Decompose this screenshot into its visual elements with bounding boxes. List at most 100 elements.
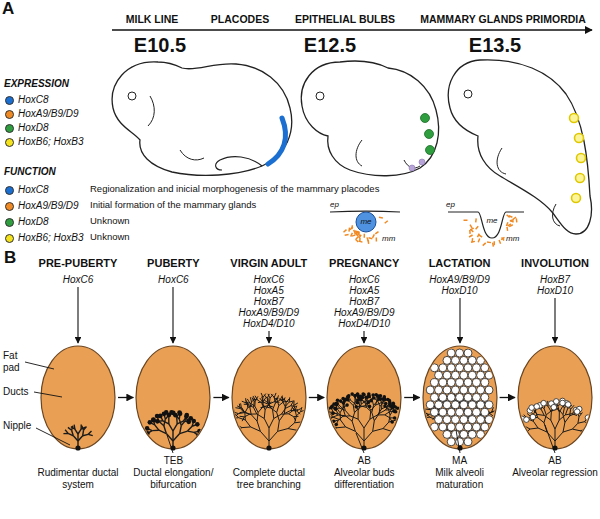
duct (288, 423, 295, 429)
duct (262, 403, 265, 410)
stage-heading: PRE-PUBERTY (39, 257, 118, 270)
alveolar-bud (345, 403, 349, 407)
duct (323, 416, 328, 418)
mesenchyme-dash (385, 221, 388, 224)
duct (534, 411, 538, 415)
mesenchyme-dash (509, 225, 513, 227)
duct (345, 410, 350, 415)
alveolar-bud (327, 411, 331, 415)
duct (322, 420, 327, 421)
duct (565, 409, 567, 415)
mesenchyme-dash (463, 219, 467, 221)
terminal-end-bud (152, 418, 157, 423)
duct (300, 410, 305, 412)
mesenchyme-dash (470, 225, 472, 228)
duct (239, 404, 241, 409)
duct (425, 414, 429, 417)
duct (492, 417, 497, 421)
duct (240, 408, 244, 412)
regressing-alveolus (588, 434, 594, 440)
duct (250, 408, 251, 415)
duct (498, 421, 503, 423)
duct (268, 403, 271, 408)
duct (520, 433, 525, 435)
duct (188, 426, 193, 431)
regressing-alveolus (541, 400, 547, 406)
mesenchyme-dash (359, 235, 361, 238)
anatomy-label: Nipple (3, 420, 31, 432)
gland-outline (517, 345, 593, 450)
mesenchyme-dash (344, 230, 347, 233)
terminal-end-bud (164, 410, 169, 415)
duct (239, 416, 244, 418)
mesenchyme-dash (376, 238, 378, 242)
legend-text: HoxC8 (18, 94, 49, 106)
mesenchyme-dash (493, 241, 495, 245)
section-inset (448, 212, 524, 247)
alveolar-bud (362, 392, 366, 396)
stage-caption: Milk alveoli maturation (414, 467, 506, 491)
legend-text: HoxD8 (18, 216, 49, 228)
duct (584, 422, 589, 424)
duct (306, 414, 308, 418)
mesenchyme-dash (501, 237, 504, 239)
fat-pad (423, 346, 497, 449)
milk-alveolus (430, 364, 438, 372)
gene-arrow (554, 298, 555, 343)
duct (417, 430, 421, 432)
gene-arrow (268, 331, 269, 343)
embryo-eye (128, 92, 136, 100)
duct (308, 435, 312, 438)
duct (273, 397, 277, 400)
milk-alveolus (459, 356, 467, 364)
duct (372, 405, 374, 412)
duct (226, 431, 231, 432)
milk-alveolus (455, 364, 463, 372)
mesenchyme-dash (375, 232, 378, 234)
duct (228, 417, 232, 419)
duct (578, 422, 584, 424)
duct (324, 418, 328, 421)
milk-alveolus (455, 379, 463, 387)
duct (343, 415, 350, 417)
legend-text: HoxA9/B9/D9 (18, 200, 79, 212)
mesenchyme-dash (478, 238, 480, 242)
duct (391, 431, 395, 437)
gland-outline (326, 345, 402, 450)
terminal-end-bud (195, 422, 200, 427)
duct (424, 438, 425, 443)
leader-line (356, 433, 364, 453)
alveolar-bud (372, 396, 376, 400)
legend-swatch (5, 124, 14, 133)
duct (396, 437, 401, 439)
duct (271, 408, 277, 412)
duct (524, 433, 525, 438)
duct (585, 435, 587, 440)
regressing-alveolus (524, 417, 530, 423)
duct (180, 419, 182, 425)
stage-heading: VIRGIN ADULT (230, 257, 307, 270)
duct (245, 420, 250, 427)
mesenchyme-dash (373, 234, 375, 238)
mesenchyme-dash (367, 240, 369, 244)
milk-alveolus (480, 364, 488, 372)
duct (352, 421, 355, 431)
alveolar-bud (383, 404, 387, 408)
duct (296, 412, 300, 416)
duct (274, 393, 276, 397)
duct (380, 402, 383, 407)
alveolar-bud (368, 394, 372, 398)
duct (269, 431, 278, 441)
duct (321, 430, 325, 432)
gene-arrow (77, 287, 78, 343)
milk-alveolus (480, 408, 488, 416)
duct (279, 414, 284, 421)
duct (321, 426, 325, 429)
duct (78, 429, 81, 434)
alveolar-bud (322, 415, 326, 419)
milk-alveolus (459, 416, 467, 424)
duct (244, 414, 249, 417)
alveolar-bud (405, 432, 409, 436)
milk-alveolus (476, 356, 484, 364)
duct (419, 418, 423, 420)
